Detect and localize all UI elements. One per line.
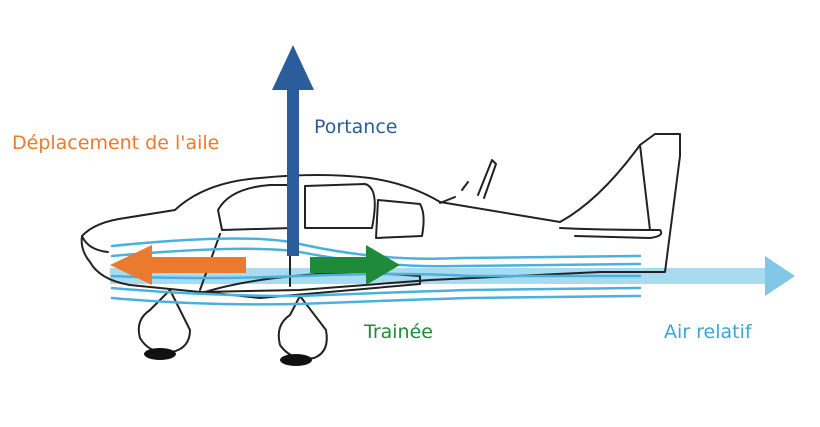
- lift-label: Portance: [314, 116, 398, 138]
- lift-arrow: [272, 45, 314, 256]
- streamlines: [110, 237, 642, 306]
- drag-arrow: [310, 245, 400, 285]
- wing-motion-arrow: [110, 245, 246, 285]
- wing-motion-label: Déplacement de l'aile: [12, 132, 220, 154]
- relative-air-label: Air relatif: [664, 321, 752, 343]
- drag-label: Trainée: [364, 321, 433, 343]
- wheels: [144, 348, 312, 366]
